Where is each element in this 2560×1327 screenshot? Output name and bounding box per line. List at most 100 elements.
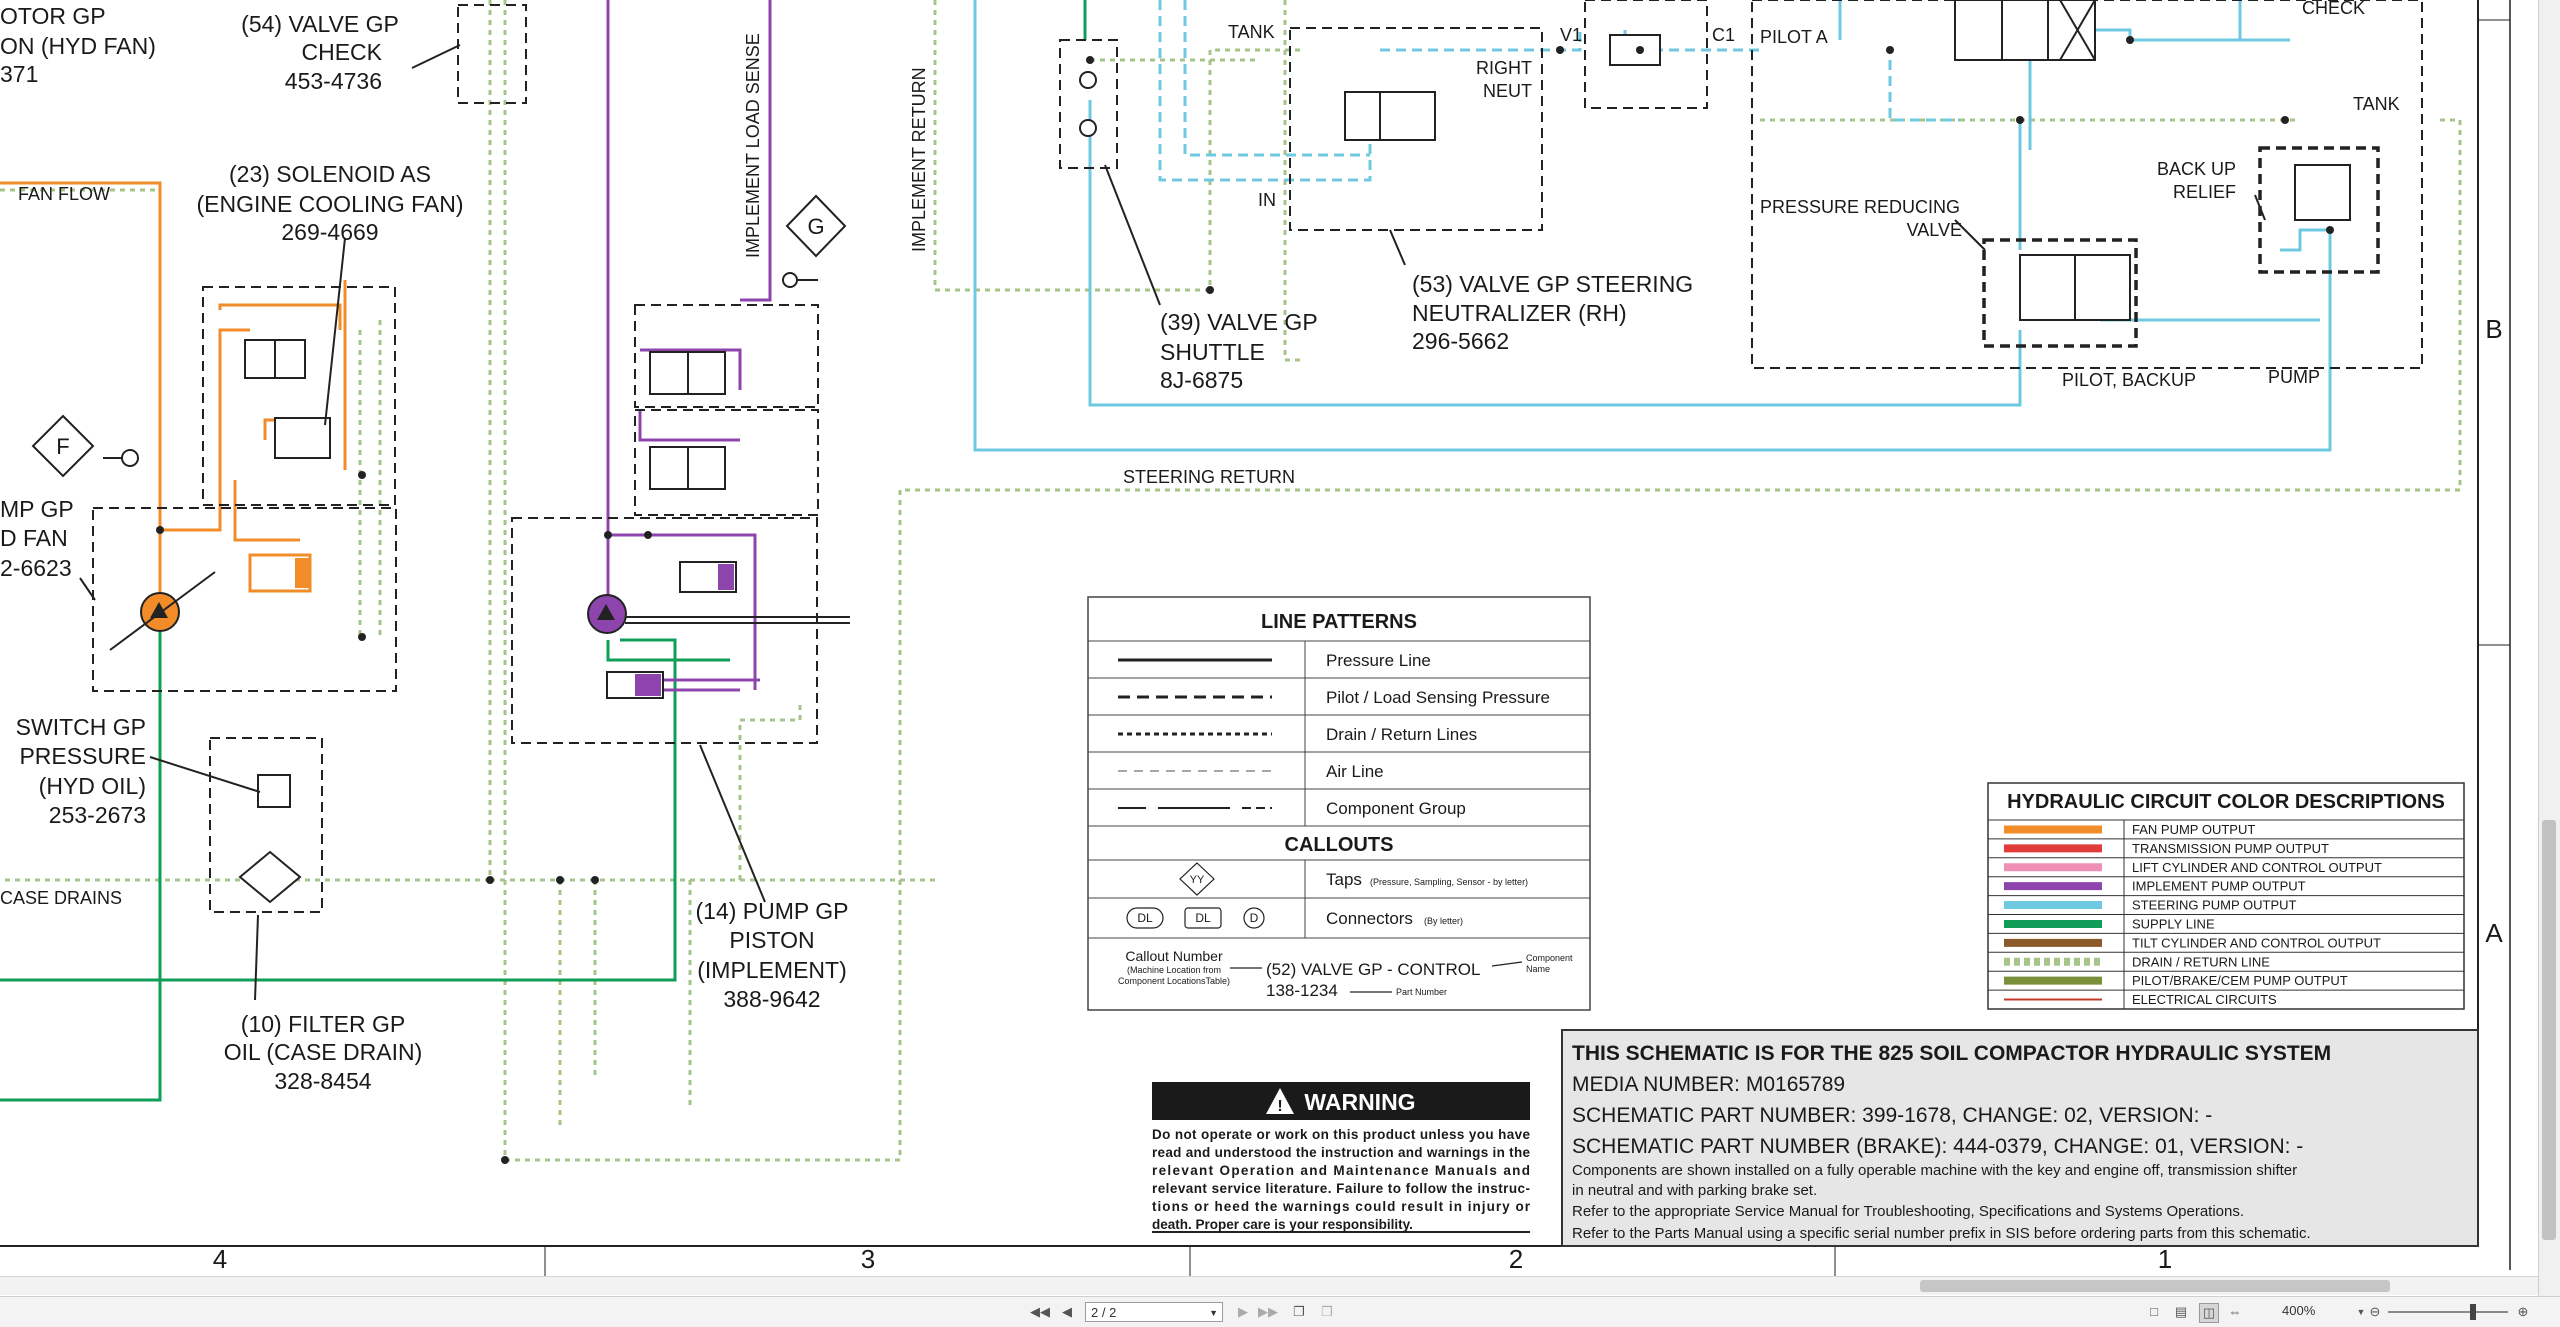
line-pattern-component-group: Component Group	[1326, 799, 1466, 818]
title-block-note-3: Refer to the appropriate Service Manual …	[1572, 1203, 2244, 1220]
color-legend-label: TRANSMISSION PUMP OUTPUT	[2132, 841, 2329, 856]
tap-f-port	[121, 449, 139, 467]
component-groups	[92, 0, 2423, 913]
fan-pump-label-1: MP GP	[0, 496, 74, 522]
fan-pump-arrow	[150, 602, 168, 618]
impl-valve-group-1	[634, 304, 819, 408]
chevron-down-icon: ▼	[1209, 1308, 1218, 1318]
continuous-view-icon[interactable]: ▤	[2174, 1304, 2188, 1319]
back-up-relief-label-2: RELIEF	[2173, 182, 2236, 202]
filter-label-1: (10) FILTER GP	[241, 1011, 405, 1037]
title-block-media: MEDIA NUMBER: M0165789	[1572, 1073, 1845, 1096]
title-block-part-1: SCHEMATIC PART NUMBER: 399-1678, CHANGE:…	[1572, 1104, 2212, 1127]
callout-connectors-label: Connectors	[1326, 909, 1413, 928]
part-number-label: Part Number	[1396, 987, 1447, 997]
steer-neut-label-2: NEUTRALIZER (RH)	[1412, 300, 1627, 326]
line-pattern-air: Air Line	[1326, 762, 1384, 781]
zoom-slider-handle[interactable]	[2470, 1304, 2476, 1320]
filter-symbol	[238, 850, 302, 904]
pump-14-label-1: (14) PUMP GP	[696, 898, 849, 924]
v1-valve-group	[1584, 0, 1708, 109]
previous-page-icon[interactable]: ◀	[1062, 1304, 1072, 1319]
shuttle-ball-2	[1079, 119, 1097, 137]
color-legend-label: STEERING PUMP OUTPUT	[2132, 898, 2297, 913]
warning-line-3: relevant Operation and Maintenance Manua…	[1152, 1163, 1530, 1178]
tank-label: TANK	[1228, 22, 1275, 42]
steering-return-label: STEERING RETURN	[1123, 467, 1295, 487]
line-pattern-drain: Drain / Return Lines	[1326, 725, 1477, 744]
two-page-view-icon[interactable]: ◫	[2199, 1303, 2219, 1323]
callout-number-note-1: (Machine Location from	[1127, 965, 1221, 975]
zoom-out-icon[interactable]: ⊖	[2369, 1304, 2381, 1319]
horizontal-scrollbar[interactable]	[0, 1276, 2538, 1295]
zone-label-a: A	[2485, 918, 2503, 948]
filter-label-2: OIL (CASE DRAIN)	[224, 1039, 423, 1065]
switch-filter-group	[209, 737, 323, 913]
paste-view-icon[interactable]: ❐	[1321, 1304, 1333, 1319]
impl-load-sense-label: IMPLEMENT LOAD SENSE	[743, 33, 763, 258]
title-block-note-4: Refer to the Parts Manual using a specif…	[1572, 1225, 2311, 1242]
pump-14-label-4: 388-9642	[723, 986, 820, 1012]
viewer-toolbar: ◀◀ ◀ 2 / 2 ▼ ▶ ▶▶ ❐ ❐ □ ▤ ◫ ⇔ 400% ▼ ⊖ ⊕	[0, 1296, 2560, 1327]
switch-label-4: 253-2673	[49, 802, 146, 828]
title-block-note-1: Components are shown installed on a full…	[1572, 1162, 2297, 1179]
fan-circuit-lines	[0, 181, 347, 600]
supply-lines	[0, 0, 1087, 1102]
pressure-switch-symbol	[257, 774, 291, 808]
last-page-icon[interactable]: ▶▶	[1258, 1304, 1278, 1319]
solenoid-23-label-3: 269-4669	[281, 219, 378, 245]
pump-14-label-2: PISTON	[729, 927, 814, 953]
color-legend-label: DRAIN / RETURN LINE	[2132, 954, 2270, 969]
connectors-note: (By letter)	[1424, 916, 1463, 926]
color-legend-label: IMPLEMENT PUMP OUTPUT	[2132, 879, 2306, 894]
vertical-scrollbar-thumb[interactable]	[2542, 820, 2556, 1240]
junction-dots	[156, 36, 2334, 1164]
implement-circuit-lines	[606, 0, 772, 692]
right-neut-label-2: NEUT	[1483, 81, 1532, 101]
callout-number-label: Callout Number	[1125, 948, 1223, 964]
zoom-dropdown-icon[interactable]: ▼	[2356, 1307, 2366, 1317]
valve-54-label-2: CHECK	[301, 39, 382, 65]
callout-taps-label: Taps	[1326, 870, 1362, 889]
line-patterns-title: LINE PATTERNS	[1261, 611, 1417, 633]
tank-label-2: TANK	[2353, 94, 2400, 114]
tap-g-label: G	[807, 214, 824, 239]
zoom-level[interactable]: 400%	[2282, 1303, 2316, 1318]
single-page-view-icon[interactable]: □	[2150, 1304, 2158, 1319]
implement-cylinder-2-fill	[635, 674, 661, 696]
right-neut-label-1: RIGHT	[1476, 58, 1532, 78]
shuttle-label-1: (39) VALVE GP	[1160, 309, 1318, 335]
schematic-sheet: B A 4 3 2 1	[0, 0, 2511, 1276]
color-legend-title: HYDRAULIC CIRCUIT COLOR DESCRIPTIONS	[2007, 791, 2445, 813]
title-block	[1561, 1029, 2479, 1247]
zoom-in-icon[interactable]: ⊕	[2517, 1304, 2529, 1319]
zoom-slider[interactable]	[2388, 1311, 2508, 1313]
shuttle-label-2: SHUTTLE	[1160, 339, 1265, 365]
next-page-icon[interactable]: ▶	[1238, 1304, 1248, 1319]
solenoid-23-group	[202, 286, 396, 506]
warning-icon	[1266, 1088, 1294, 1114]
tap-g-diamond	[785, 194, 847, 258]
fan-flow-label: FAN FLOW	[18, 184, 110, 204]
fit-width-icon[interactable]: ⇔	[2228, 1304, 2242, 1319]
zone-label-b: B	[2485, 314, 2502, 344]
first-page-icon[interactable]: ◀◀	[1030, 1304, 1050, 1319]
taps-note: (Pressure, Sampling, Sensor - by letter)	[1370, 877, 1528, 887]
color-legend-label: FAN PUMP OUTPUT	[2132, 822, 2255, 837]
color-legend-label: ELECTRICAL CIRCUITS	[2132, 992, 2277, 1007]
line-patterns-legend	[1087, 596, 1591, 1011]
title-block-title: THIS SCHEMATIC IS FOR THE 825 SOIL COMPA…	[1572, 1042, 2331, 1065]
warning-line-5: tions or heed the warnings could result …	[1152, 1199, 1531, 1214]
color-legend-label: SUPPLY LINE	[2132, 917, 2215, 932]
copy-view-icon[interactable]: ❐	[1293, 1304, 1305, 1319]
page-selector[interactable]: 2 / 2 ▼	[1085, 1302, 1223, 1322]
prv-label-2: VALVE	[1907, 220, 1962, 240]
title-block-part-2: SCHEMATIC PART NUMBER (BRAKE): 444-0379,…	[1572, 1135, 2303, 1158]
switch-label-2: PRESSURE	[19, 743, 146, 769]
steer-neut-label-1: (53) VALVE GP STEERING	[1412, 271, 1693, 297]
callout-example: (52) VALVE GP - CONTROL	[1266, 960, 1480, 979]
column-label-1: 1	[2158, 1244, 2172, 1274]
solenoid-23-label-1: (23) SOLENOID AS	[229, 161, 431, 187]
horizontal-scrollbar-thumb[interactable]	[1920, 1280, 2390, 1292]
